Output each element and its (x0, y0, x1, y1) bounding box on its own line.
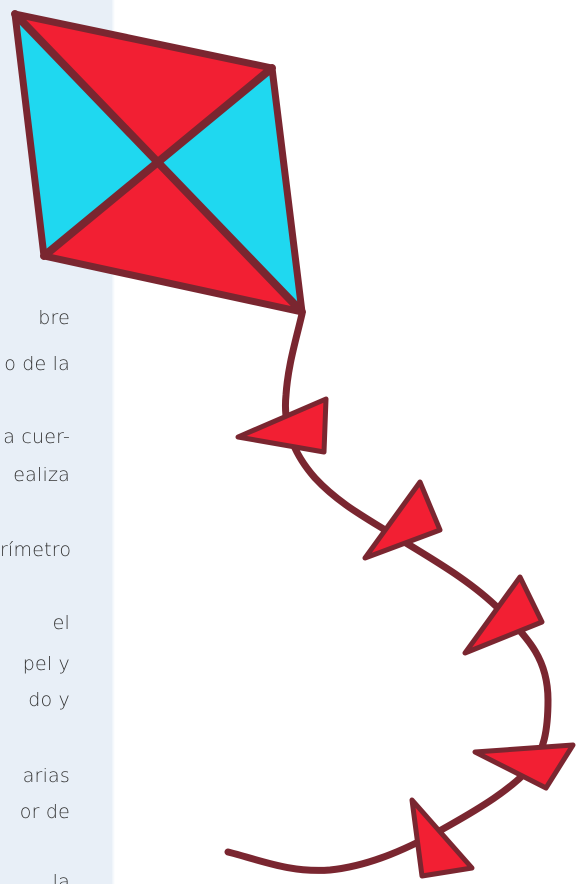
text-line-4: ealiza (13, 464, 70, 486)
tail-bow-1 (235, 396, 329, 455)
kite-top-panel (15, 14, 272, 160)
tail-bow-4 (472, 742, 576, 791)
kite-left-panel (15, 14, 157, 256)
text-line-5: rímetro (0, 539, 72, 561)
kite-icon (11, 10, 306, 316)
text-line-2: o de la (4, 353, 70, 375)
text-line-1: bre (38, 307, 70, 329)
tail-bow-2 (362, 479, 443, 561)
text-line-8: do y (28, 689, 70, 711)
tail-bow-5 (409, 797, 475, 879)
tail-bow-3 (462, 574, 545, 656)
text-line-10: or de (19, 801, 70, 823)
text-line-6: el (52, 612, 70, 634)
kite-tail-icon (224, 310, 552, 874)
text-line-3: a cuer- (3, 426, 70, 448)
bow-icon (235, 396, 576, 879)
text-line-7: pel y (22, 653, 70, 675)
kite-bottom-panel (44, 160, 302, 312)
text-line-11: la (52, 871, 70, 884)
text-line-9: arias (22, 765, 70, 787)
kite-right-panel (157, 68, 302, 312)
kite-spar-2 (40, 64, 276, 260)
